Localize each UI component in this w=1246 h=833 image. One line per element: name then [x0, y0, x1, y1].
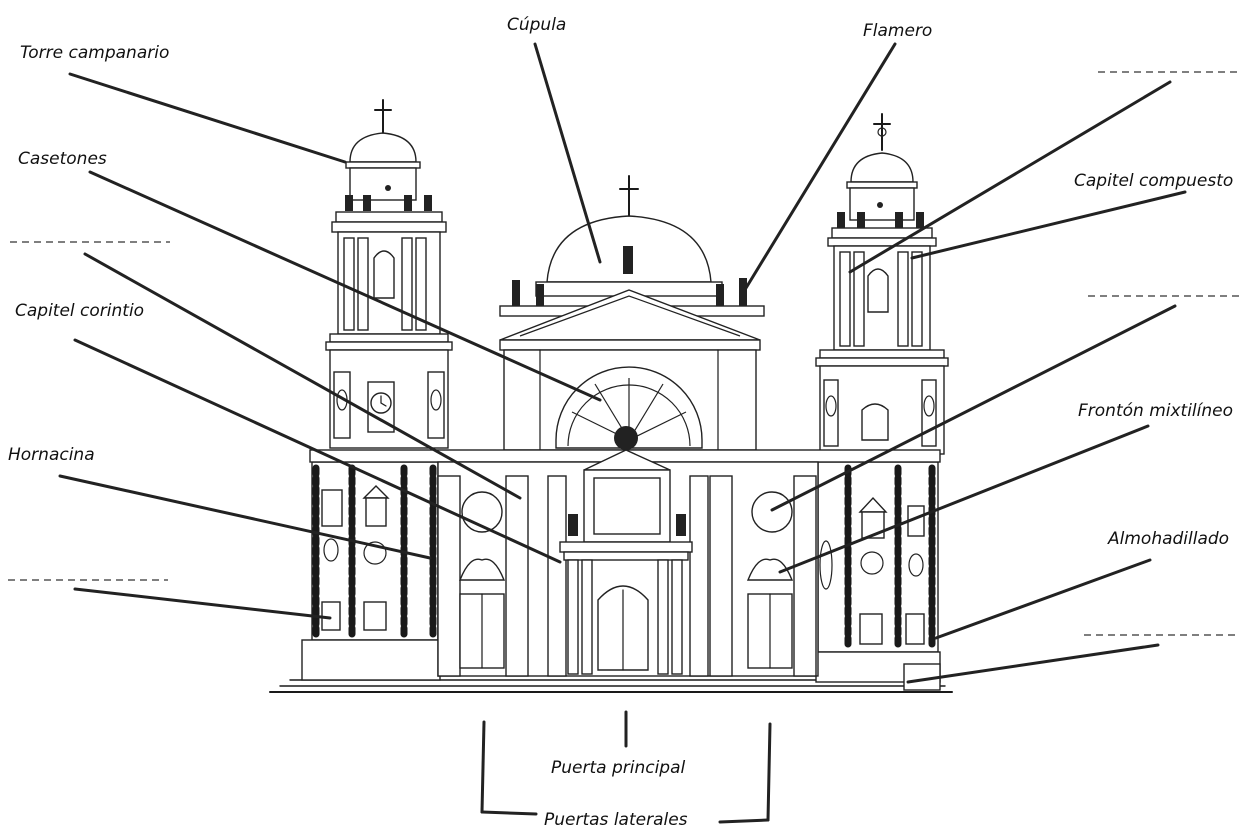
label-capitel-corintio: Capitel corintio — [15, 301, 144, 321]
label-cupula: Cúpula — [507, 15, 566, 35]
central-body — [309, 175, 941, 677]
side-door-left — [458, 558, 506, 669]
side-door-right — [746, 558, 794, 669]
label-fronton-mixtilineo: Frontón mixtilíneo — [1078, 401, 1233, 421]
leader-lines — [58, 42, 1187, 684]
right-tower-statues — [837, 212, 924, 228]
cathedral-facade — [269, 99, 953, 693]
casetones-window — [555, 366, 703, 450]
label-puerta-principal: Puerta principal — [551, 758, 686, 778]
blank-answer-lines — [8, 71, 1240, 636]
label-almohadillado: Almohadillado — [1107, 529, 1229, 549]
left-tower-statues — [345, 195, 432, 211]
right-tower — [815, 113, 949, 691]
label-capitel-compuesto: Capitel compuesto — [1074, 171, 1233, 191]
label-torre-campanario: Torre campanario — [20, 43, 169, 63]
doors-bracket — [480, 710, 772, 824]
flameros — [512, 278, 747, 306]
diagram-labels: Torre campanario Cúpula Flamero Casetone… — [8, 15, 1233, 830]
label-casetones: Casetones — [18, 149, 107, 169]
label-hornacina: Hornacina — [8, 445, 95, 465]
label-flamero: Flamero — [863, 21, 932, 41]
label-puertas-laterales: Puertas laterales — [544, 810, 688, 830]
right-rustication — [844, 464, 936, 652]
main-portal — [559, 449, 693, 675]
